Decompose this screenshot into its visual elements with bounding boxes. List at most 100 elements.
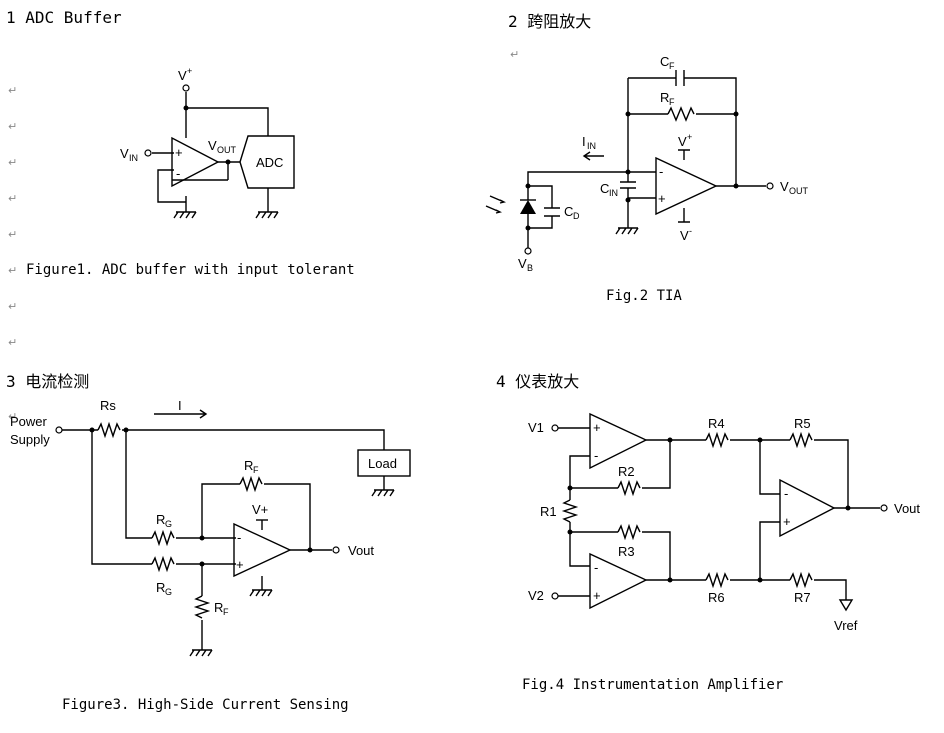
fig2-iin-label: I [582,134,586,149]
fig3-power-terminal [55,426,63,434]
figure-caption-1: Figure1. ADC buffer with input tolerant [26,262,355,278]
fig2-vout-terminal [766,182,774,190]
fig2-iin-sub: IN [587,141,596,151]
return-mark: ↵ [8,336,18,349]
section-heading-tia: 2 跨阻放大 [508,12,592,31]
fig3-ground-icon [371,489,395,497]
fig2-cf-sub: F [669,61,675,71]
fig3-ground-icon [189,649,213,657]
fig1-opamp-minus: - [176,166,180,181]
fig1-vout-sub: OUT [217,145,237,155]
return-mark: ↵ [8,410,18,423]
fig4-junction [757,437,763,443]
fig3-power-label: Power [10,414,48,429]
fig2-rf-label: R [660,90,669,105]
fig3-rf-label-top: R [244,458,253,473]
fig3-rs-label: Rs [100,398,116,413]
fig2-vplus-sup: + [687,132,692,142]
fig4-opamp-bottom [589,552,648,610]
return-mark: ↵ [8,264,18,277]
fig2-vminus-label: V [680,228,689,243]
fig3-wires [62,429,385,650]
fig4-vref-label: Vref [834,618,858,633]
fig3-junction [89,427,95,433]
fig2-vout-label: V [780,179,789,194]
fig4-wires [558,427,880,600]
fig4-opamp-top-minus: - [594,448,598,463]
fig3-opamp-minus: - [237,530,241,545]
fig3-current-sense: - + Power Supply Rs I Load R F R G R G R… [10,398,411,657]
fig1-vin-label: V [120,146,129,161]
section-heading-inamp: 4 仪表放大 [496,372,580,391]
fig3-load-label: Load [368,456,397,471]
fig2-vplus-label: V [678,134,687,149]
fig2-junction [625,169,631,175]
fig3-rf-resistor-feedback [239,475,263,493]
fig4-r5-resistor [789,431,813,449]
fig1-opamp [171,136,220,188]
fig3-junction [307,547,313,553]
fig4-opamp-bottom-plus: + [593,588,601,603]
fig2-opamp-plus: + [658,191,666,206]
fig4-r3-label: R3 [618,544,635,559]
fig4-r7-resistor [789,571,813,589]
fig3-supply-label: Supply [10,432,50,447]
fig4-v2-label: V2 [528,588,544,603]
fig1-vin-sub: IN [129,153,138,163]
fig4-r2-label: R2 [618,464,635,479]
fig4-junction [567,485,573,491]
fig3-rs-resistor [97,421,121,439]
section-heading-current-sense: 3 电流检测 [6,372,90,391]
fig1-vplus-label: V [178,68,187,83]
fig3-ground-icon [249,589,273,597]
fig3-rg-label-top: R [156,512,165,527]
fig2-vminus-sup: - [689,226,692,236]
fig4-junction [757,577,763,583]
fig3-vout-label: Vout [348,543,374,558]
fig4-vout-label: Vout [894,501,920,516]
fig4-r2-resistor [617,479,641,497]
fig2-junction [733,183,739,189]
fig2-cd-label: C [564,204,573,219]
fig2-photodiode-icon [520,200,536,214]
fig3-current-label: I [178,398,182,413]
fig2-vb-terminal [524,247,532,255]
fig4-opamp-output-plus: + [783,514,791,529]
fig4-r4-resistor [705,431,729,449]
section-heading-adc-buffer: 1 ADC Buffer [6,8,122,27]
fig1-opamp-plus: + [175,145,183,160]
fig1-adc-block [239,135,295,189]
fig1-adc-buffer: + - V + V IN V OUT ADC [120,66,295,219]
return-mark: ↵ [8,120,18,133]
fig4-junction [845,505,851,511]
fig2-ground-icon [615,227,639,235]
fig3-vout-terminal [332,546,340,554]
fig2-cf-label: C [660,54,669,69]
fig3-rg-label-bottom: R [156,580,165,595]
fig3-rf-sub-top: F [253,465,259,475]
return-mark: ↵ [8,228,18,241]
fig4-opamp-output-minus: - [784,486,788,501]
fig2-supply-rails [678,149,690,223]
fig2-current-arrow-icon [582,151,604,161]
fig4-junction [667,577,673,583]
fig4-r6-label: R6 [708,590,725,605]
return-mark: ↵ [510,48,520,61]
return-mark: ↵ [8,84,18,97]
fig3-rf-sub-bottom: F [223,607,229,617]
fig1-vplus-terminal [182,84,190,92]
fig2-wires [527,77,766,248]
fig3-rg-resistor-bottom [151,555,175,573]
fig2-opamp-minus: - [659,164,663,179]
return-mark: ↵ [8,300,18,313]
fig1-ground-icon [255,211,279,219]
fig4-v1-terminal [551,424,559,432]
fig1-vin-terminal [144,149,152,157]
fig4-r7-label: R7 [794,590,811,605]
fig4-r1-label: R1 [540,504,557,519]
fig4-r4-label: R4 [708,416,725,431]
fig4-junction [567,529,573,535]
fig1-junction [225,159,231,165]
fig4-v1-label: V1 [528,420,544,435]
fig2-cd-sub: D [573,211,580,221]
